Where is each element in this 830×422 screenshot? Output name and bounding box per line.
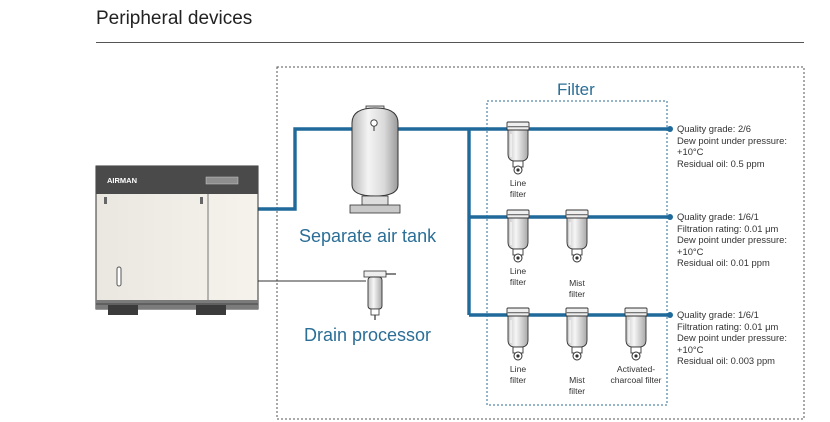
- spec-line: Filtration rating: 0.01 μm: [677, 222, 779, 234]
- spec-line: Residual oil: 0.003 ppm: [677, 355, 775, 367]
- row2-spec-block: Quality grade: 1/6/1 Filtration rating: …: [677, 211, 787, 269]
- page-title: Peripheral devices: [96, 8, 253, 29]
- row1-spec-block: Quality grade: 2/6 Dew point under press…: [677, 123, 787, 169]
- filter-title: Filter: [557, 80, 595, 99]
- spec-line: Dew point under pressure:: [677, 134, 787, 146]
- row1-filter-caption-1: Line: [510, 178, 526, 188]
- row3-filter2-caption-1: Mist: [569, 375, 585, 385]
- row1-line-filter-icon: [506, 121, 530, 175]
- row3-filter1-caption-1: Line: [510, 364, 526, 374]
- row3-filter3-caption-2: charcoal filter: [610, 375, 661, 385]
- drain-processor-label: Drain processor: [304, 325, 431, 345]
- compressor-brand: AIRMAN: [107, 176, 137, 185]
- row2-line-filter-icon: [506, 209, 530, 263]
- row3-charcoal-filter-icon: [624, 307, 648, 361]
- spec-line: +10°C: [677, 343, 704, 355]
- system-boundary: [276, 66, 805, 420]
- spec-line: Quality grade: 1/6/1: [677, 211, 759, 222]
- row3-filter2-caption-2: filter: [569, 386, 585, 396]
- spec-line: Residual oil: 0.5 ppm: [677, 157, 765, 169]
- row3-filter1-caption-2: filter: [510, 375, 526, 385]
- spec-line: Dew point under pressure:: [677, 332, 787, 344]
- spec-line: Quality grade: 1/6/1: [677, 309, 759, 320]
- row3-filter3-caption-1: Activated-: [617, 364, 655, 374]
- spec-line: Residual oil: 0.01 ppm: [677, 257, 770, 269]
- spec-line: Dew point under pressure:: [677, 234, 787, 246]
- spec-line: +10°C: [677, 146, 704, 158]
- filter-boundary: [486, 100, 668, 406]
- row1-filter-caption-2: filter: [510, 189, 526, 199]
- title-divider: [96, 42, 804, 43]
- row3-line-filter-icon: [506, 307, 530, 361]
- drain-processor-graphic: [363, 270, 396, 320]
- compressor-unit: AIRMAN: [95, 165, 259, 315]
- spec-line: +10°C: [677, 245, 704, 257]
- spec-line: Filtration rating: 0.01 μm: [677, 320, 779, 332]
- air-tank-graphic: [349, 105, 401, 214]
- row2-filter1-caption-1: Line: [510, 266, 526, 276]
- row2-filter2-caption-1: Mist: [569, 278, 585, 288]
- row2-mist-filter-icon: [565, 209, 589, 263]
- air-tank-label: Separate air tank: [299, 226, 437, 246]
- row2-filter2-caption-2: filter: [569, 289, 585, 299]
- row3-spec-block: Quality grade: 1/6/1 Filtration rating: …: [677, 309, 787, 367]
- outlet-markers: [667, 126, 673, 318]
- spec-line: Quality grade: 2/6: [677, 123, 752, 134]
- row2-filter1-caption-2: filter: [510, 277, 526, 287]
- air-piping: [258, 127, 670, 317]
- row3-mist-filter-icon: [565, 307, 589, 361]
